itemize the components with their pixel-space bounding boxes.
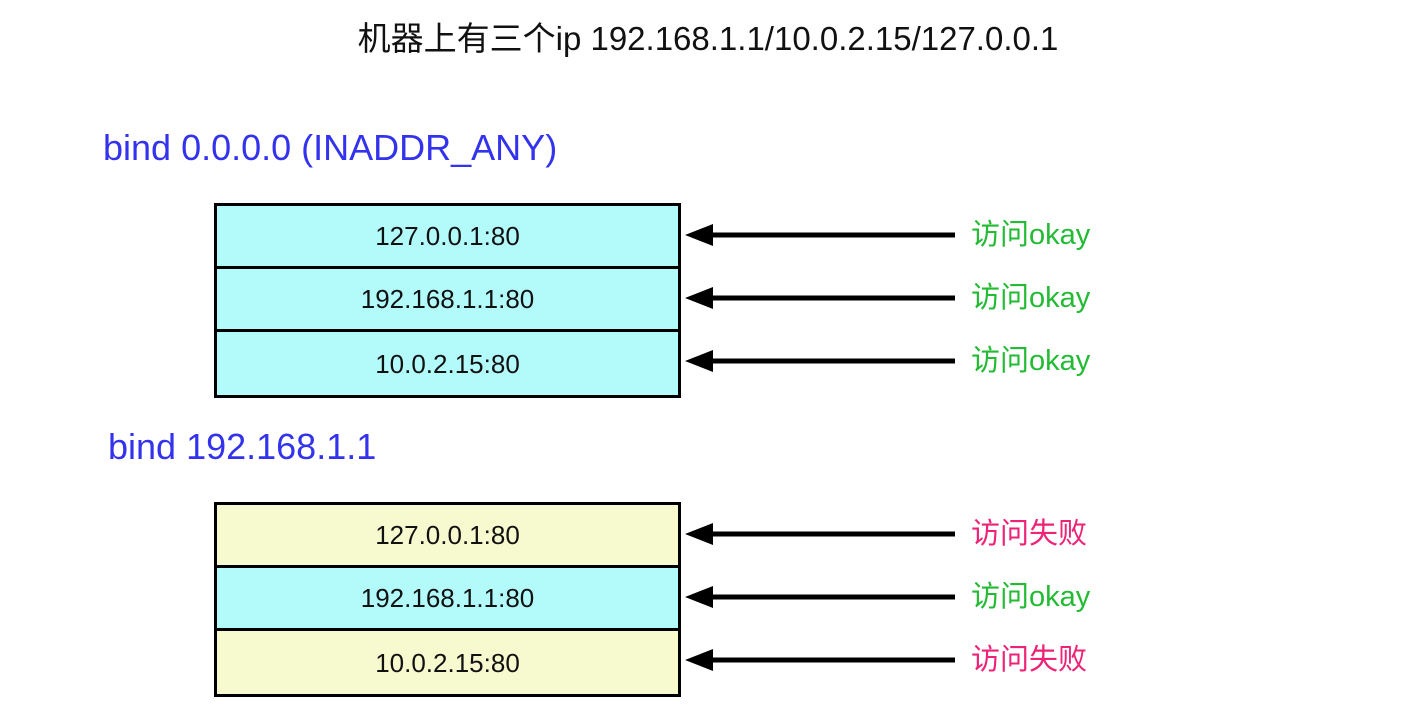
left-arrow-icon — [685, 349, 955, 372]
table-row: 10.0.2.15:80 — [217, 332, 678, 395]
annotation-row: 访问失败 — [681, 628, 1416, 691]
left-arrow-icon — [685, 223, 955, 246]
annotation-row: 访问okay — [681, 203, 1416, 266]
address-stack: 127.0.0.1:80 192.168.1.1:80 10.0.2.15:80 — [214, 502, 681, 697]
left-arrow-icon — [685, 522, 955, 545]
annotation-group: 访问失败 访问okay 访问失败 — [681, 502, 1416, 691]
result-label: 访问失败 — [971, 643, 1088, 676]
left-arrow-icon — [685, 585, 955, 608]
result-label: 访问okay — [971, 218, 1091, 251]
result-label: 访问失败 — [971, 517, 1088, 550]
annotation-group: 访问okay 访问okay 访问okay — [681, 203, 1416, 392]
address-label: 192.168.1.1:80 — [360, 284, 535, 314]
address-label: 192.168.1.1:80 — [360, 583, 535, 613]
annotation-row: 访问okay — [681, 266, 1416, 329]
table-row: 192.168.1.1:80 — [217, 269, 678, 332]
annotation-row: 访问失败 — [681, 502, 1416, 565]
table-row: 10.0.2.15:80 — [217, 631, 678, 694]
address-label: 10.0.2.15:80 — [375, 647, 520, 678]
table-row: 127.0.0.1:80 — [217, 505, 678, 568]
table-row: 127.0.0.1:80 — [217, 206, 678, 269]
address-label: 10.0.2.15:80 — [375, 348, 520, 379]
left-arrow-icon — [685, 286, 955, 309]
annotation-row: 访问okay — [681, 329, 1416, 392]
address-stack: 127.0.0.1:80 192.168.1.1:80 10.0.2.15:80 — [214, 203, 681, 398]
section-heading: bind 192.168.1.1 — [108, 426, 377, 467]
result-label: 访问okay — [971, 281, 1091, 314]
table-row: 192.168.1.1:80 — [217, 568, 678, 631]
result-label: 访问okay — [971, 344, 1091, 377]
result-label: 访问okay — [971, 580, 1091, 613]
page-title: 机器上有三个ip 192.168.1.1/10.0.2.15/127.0.0.1 — [357, 20, 1059, 57]
section-heading: bind 0.0.0.0 (INADDR_ANY) — [103, 127, 558, 168]
address-label: 127.0.0.1:80 — [375, 221, 520, 251]
left-arrow-icon — [685, 648, 955, 671]
annotation-row: 访问okay — [681, 565, 1416, 628]
address-label: 127.0.0.1:80 — [375, 520, 520, 550]
